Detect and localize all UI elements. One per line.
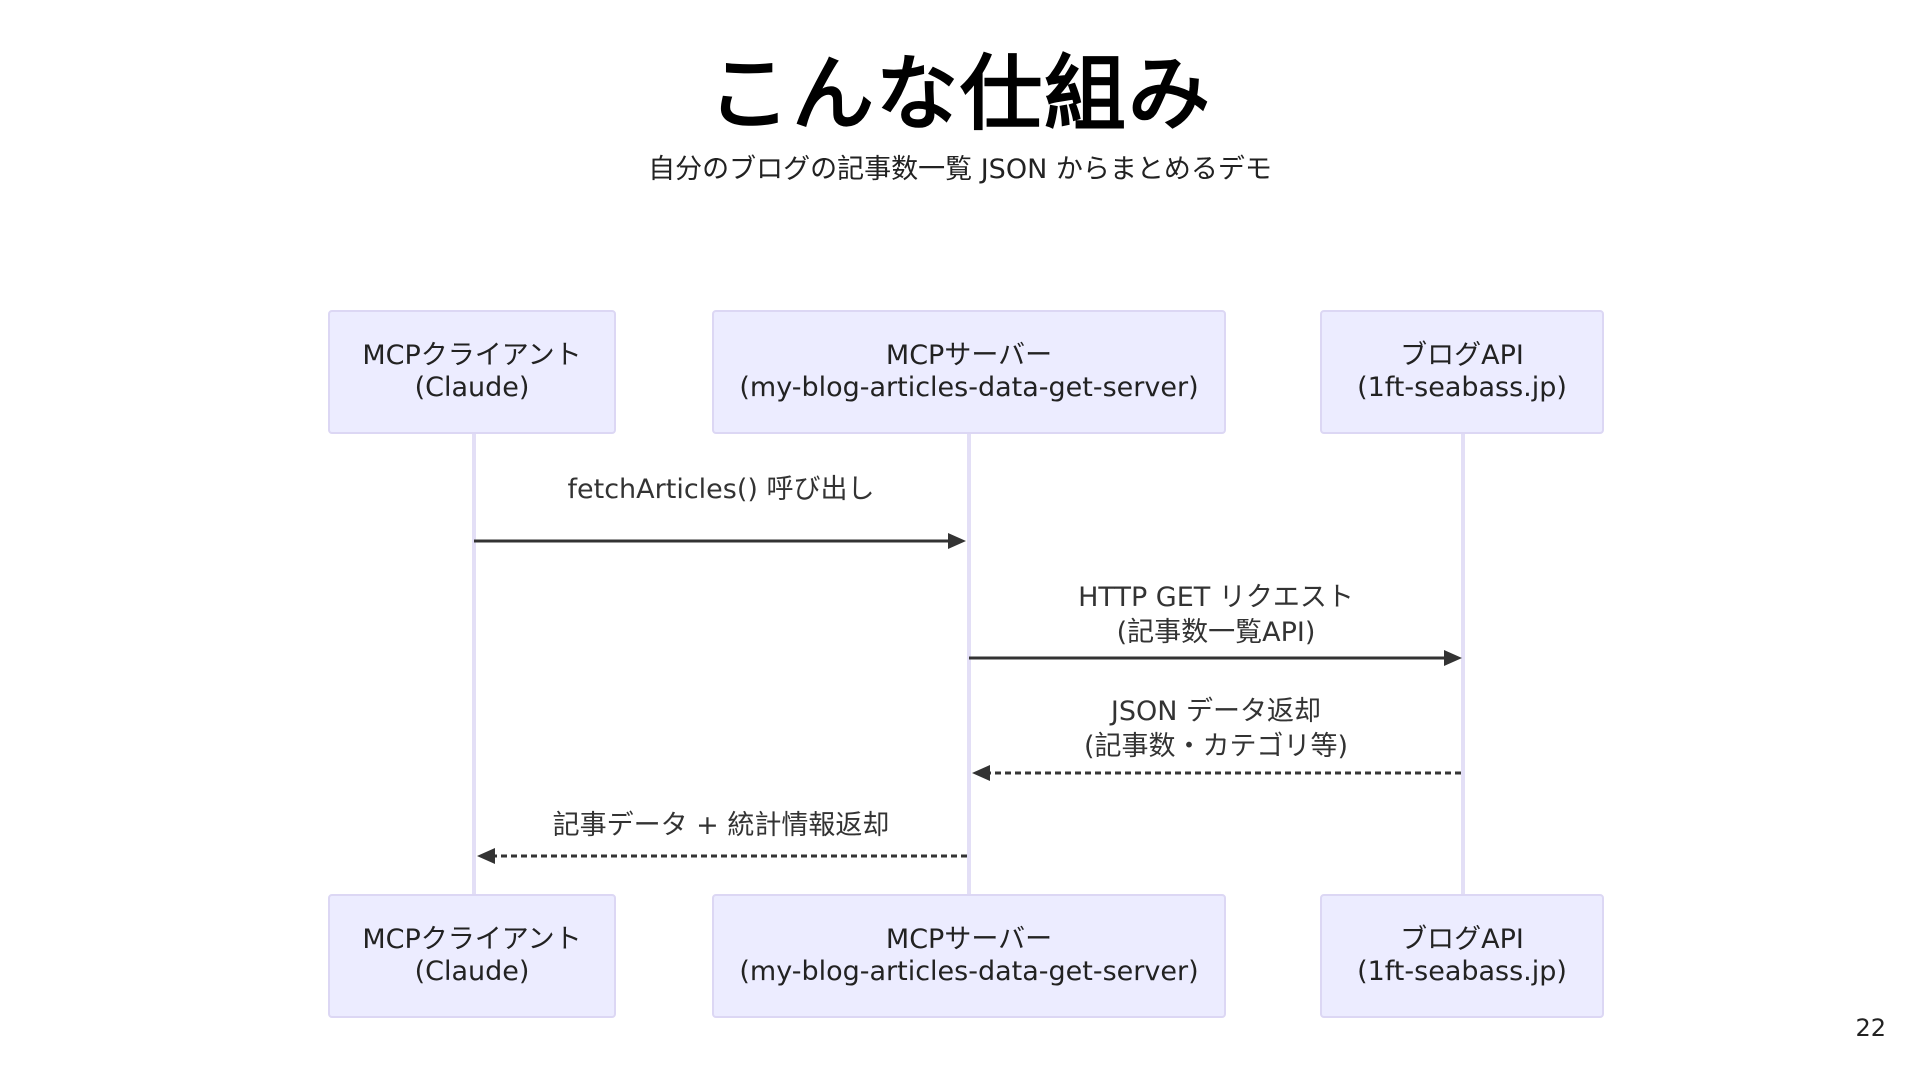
actor-mcp-server-bottom: MCPサーバー (my-blog-articles-data-get-serve… (712, 894, 1226, 1018)
arrow-articles-stats-return (477, 848, 967, 864)
actor-detail: (1ft-seabass.jp) (1357, 956, 1567, 987)
actor-name: ブログAPI (1400, 924, 1524, 955)
lifeline-blog-api (1461, 434, 1465, 894)
page-number: 22 (1855, 1014, 1886, 1042)
actor-mcp-client-bottom: MCPクライアント (Claude) (328, 894, 616, 1018)
slide-subtitle: 自分のブログの記事数一覧 JSON からまとめるデモ (648, 154, 1272, 185)
lifeline-mcp-server (967, 434, 971, 894)
actor-name: ブログAPI (1400, 340, 1524, 371)
actor-blog-api-bottom: ブログAPI (1ft-seabass.jp) (1320, 894, 1604, 1018)
arrow-http-get (969, 650, 1462, 666)
actor-detail: (1ft-seabass.jp) (1357, 372, 1567, 403)
message-text: fetchArticles() 呼び出し (567, 474, 875, 505)
actor-blog-api-top: ブログAPI (1ft-seabass.jp) (1320, 310, 1604, 434)
message-label-fetch-articles: fetchArticles() 呼び出し (474, 472, 968, 507)
actor-detail: (my-blog-articles-data-get-server) (739, 372, 1199, 403)
message-label-articles-stats-return: 記事データ + 統計情報返却 (474, 808, 968, 843)
message-text: HTTP GET リクエスト (1078, 582, 1354, 613)
arrow-fetch-articles (474, 533, 966, 549)
message-label-http-get: HTTP GET リクエスト (記事数一覧API) (969, 580, 1463, 650)
actor-detail: (Claude) (414, 372, 530, 403)
actor-name: MCPクライアント (362, 924, 582, 955)
actor-detail: (Claude) (414, 956, 530, 987)
message-label-json-return: JSON データ返却 (記事数・カテゴリ等) (969, 694, 1463, 764)
arrow-json-return (972, 765, 1461, 781)
message-detail: (記事数一覧API) (1116, 617, 1316, 648)
actor-mcp-server-top: MCPサーバー (my-blog-articles-data-get-serve… (712, 310, 1226, 434)
message-text: JSON データ返却 (1110, 696, 1322, 727)
actor-detail: (my-blog-articles-data-get-server) (739, 956, 1199, 987)
actor-name: MCPサーバー (885, 924, 1053, 955)
slide-title: こんな仕組み (707, 47, 1212, 142)
message-detail: (記事数・カテゴリ等) (1083, 731, 1349, 762)
actor-mcp-client-top: MCPクライアント (Claude) (328, 310, 616, 434)
message-text: 記事データ + 統計情報返却 (552, 810, 890, 841)
actor-name: MCPクライアント (362, 340, 582, 371)
actor-name: MCPサーバー (885, 340, 1053, 371)
lifeline-mcp-client (472, 434, 476, 894)
